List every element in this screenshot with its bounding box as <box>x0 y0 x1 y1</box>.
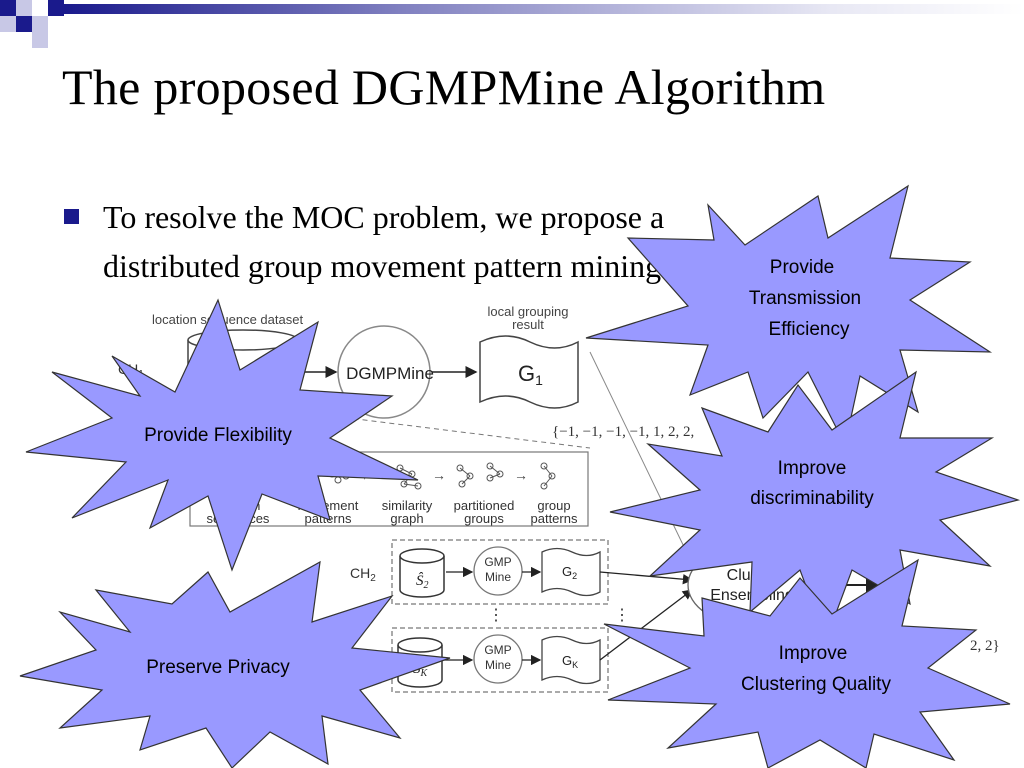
pipeline-arrow-2: → <box>432 467 446 483</box>
local-grouping-result-label-2: result <box>512 317 544 332</box>
ch2-dashed-box <box>391 539 609 605</box>
location-sequence-dataset-label: location sequence dataset <box>152 312 303 327</box>
corner-square-dark-3 <box>48 0 64 16</box>
pipeline-stage-group: group patterns <box>531 498 578 526</box>
svg-text:graph: graph <box>390 511 423 526</box>
gmp-mine-k-l1: GMP <box>484 643 511 657</box>
callout-flexibility-starburst <box>25 298 419 572</box>
callout-transmission-l3: Efficiency <box>769 319 850 340</box>
g1-document <box>479 335 579 409</box>
callout-transmission-l2: Transmission <box>749 288 861 309</box>
dgmpmine-label: DGMPMine <box>346 364 434 383</box>
title-gradient-rule <box>64 4 1024 14</box>
gk-label: GK <box>562 653 578 670</box>
arrow-g2-to-cluster <box>599 571 694 585</box>
gmp-mine-circle-2 <box>473 546 523 596</box>
pipeline-stage-partitioned: partitioned groups <box>454 498 515 526</box>
corner-square-light-2 <box>0 16 16 32</box>
corner-square-dark-2 <box>16 16 32 32</box>
callout-privacy-text: Preserve Privacy <box>146 657 290 678</box>
corner-square-light-3 <box>32 16 48 32</box>
callout-clustering-l2: Clustering Quality <box>741 674 891 695</box>
zoom-line-2 <box>589 351 701 581</box>
vertical-dots-1: ⋮ <box>488 607 504 624</box>
callout-flexibility-text: Provide Flexibility <box>144 425 292 446</box>
svg-text:similarity: similarity <box>382 498 433 513</box>
ch2-label: CH2 <box>350 565 376 584</box>
pipeline-stage-similarity: similarity graph <box>382 498 433 526</box>
gmp-mine-k-l2: Mine <box>485 658 511 672</box>
bullet-text: To resolve the MOC problem, we propose a… <box>103 193 1003 291</box>
g1-label: G1 <box>518 361 543 388</box>
s2-cylinder <box>399 548 445 598</box>
corner-square-light-4 <box>32 32 48 48</box>
svg-text:partitioned: partitioned <box>454 498 515 513</box>
callout-transmission-l1: Provide <box>770 257 834 278</box>
gmp-mine-circle-k <box>473 634 523 684</box>
slide-title: The proposed DGMPMine Algorithm <box>62 59 826 115</box>
vertical-dots-2: ⋮ <box>614 607 630 624</box>
callout-clustering-starburst <box>603 558 1011 768</box>
svg-text:group: group <box>537 498 570 513</box>
corner-square-dark-1 <box>0 0 16 16</box>
g2-label: G2 <box>562 564 577 581</box>
bullet-line-1: To resolve the MOC problem, we propose a <box>103 199 665 235</box>
local-grouping-result-label-1: local grouping <box>488 304 569 319</box>
svg-text:groups: groups <box>464 511 504 526</box>
bullet-line-2: distributed group movement pattern minin… <box>103 248 662 284</box>
bullet-square-icon <box>64 209 79 224</box>
gmp-mine-2-l1: GMP <box>484 555 511 569</box>
vector-2-end: 2, 2} <box>970 638 1000 654</box>
gmp-mine-2-l2: Mine <box>485 570 511 584</box>
vector-1: {−1, −1, −1, −1, 1, 2, 2, <box>552 424 694 440</box>
g2-document <box>541 547 601 597</box>
pipeline-arrow-3: → <box>514 467 528 483</box>
gk-document <box>541 635 601 685</box>
callout-privacy-starburst <box>19 560 451 768</box>
s2-label: Ŝ2 <box>416 572 429 591</box>
arrow-gk-to-cluster <box>599 589 694 661</box>
corner-square-light-1 <box>16 0 32 16</box>
callout-discriminability-l1: Improve <box>778 458 847 479</box>
callout-discriminability-l2: discriminability <box>750 488 874 509</box>
callout-discriminability-starburst <box>609 370 1021 642</box>
callout-clustering-l1: Improve <box>779 643 848 664</box>
svg-text:patterns: patterns <box>531 511 578 526</box>
